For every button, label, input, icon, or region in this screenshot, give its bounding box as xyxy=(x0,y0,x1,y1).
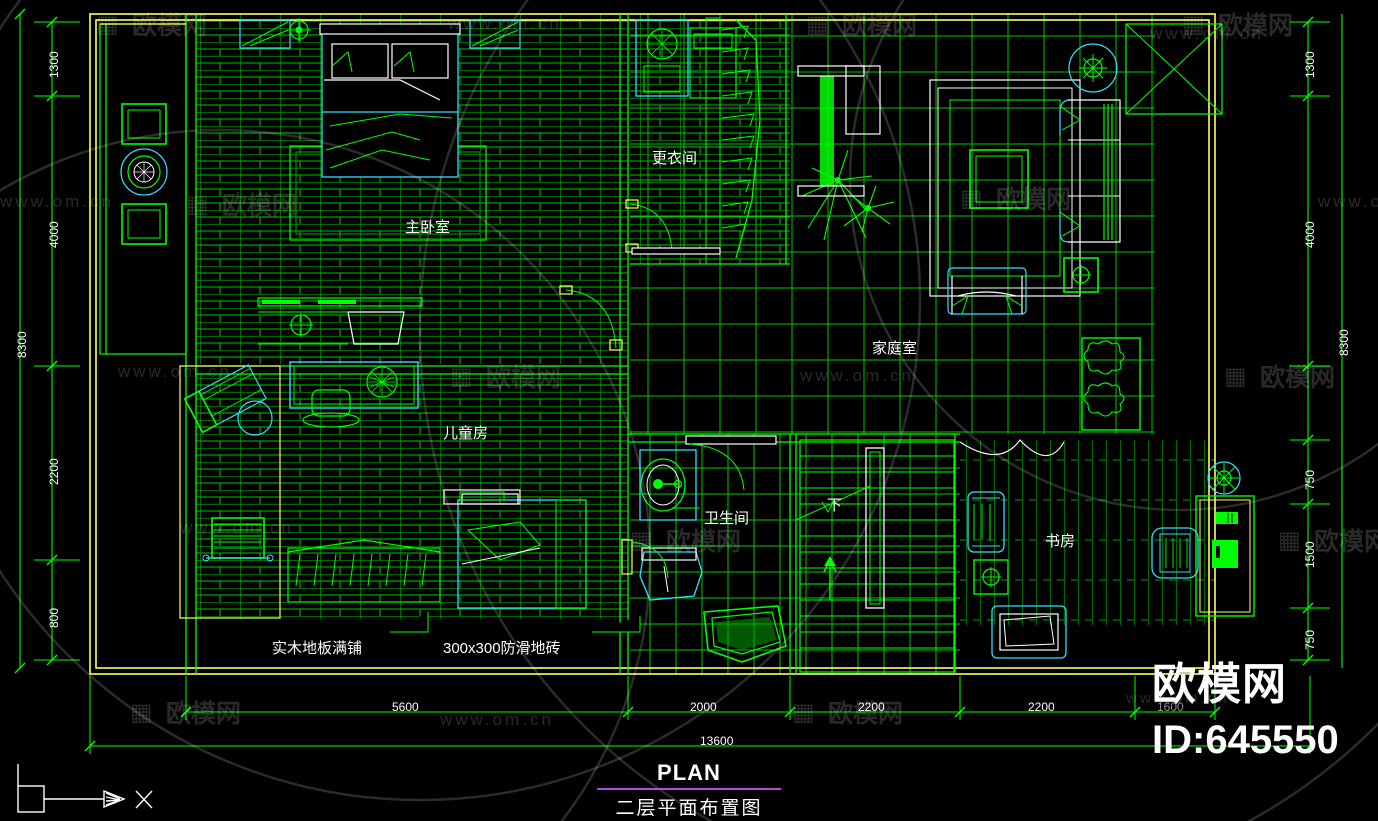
plan-title-cn: 二层平面布置图 xyxy=(615,798,763,819)
dimension-left xyxy=(14,8,80,674)
study-side-table xyxy=(973,559,1009,595)
dim-right-total: 8300 xyxy=(1337,329,1351,356)
title-block: PLAN 二层平面布置图 xyxy=(0,760,1378,820)
children-side-table xyxy=(443,489,521,505)
coffee-table-family xyxy=(969,149,1029,209)
plant-family-top xyxy=(801,149,895,241)
dim-right-5: 750 xyxy=(1303,629,1317,650)
bathroom-doors xyxy=(621,435,777,579)
dim-left-2: 4000 xyxy=(47,221,61,248)
watermark-id: ID:645550 xyxy=(1152,718,1339,762)
dressing-door-swing xyxy=(625,199,721,255)
balcony-top-left xyxy=(99,23,187,355)
plan-title-rule xyxy=(597,788,781,790)
plan-title-en: PLAN xyxy=(657,760,721,785)
dim-bottom-total: 13600 xyxy=(700,734,734,748)
room-label-study: 书房 xyxy=(1045,533,1076,550)
nightstand-left xyxy=(239,19,291,49)
room-label-bathroom: 卫生间 xyxy=(704,510,750,527)
dim-right-4: 1500 xyxy=(1303,541,1317,568)
planter-family xyxy=(1081,337,1141,431)
dressing-hanging-rail xyxy=(705,17,761,265)
dim-left-1: 1300 xyxy=(47,51,61,78)
armchair-family xyxy=(947,267,1027,315)
study-armchair xyxy=(1151,527,1199,579)
dim-right-2: 4000 xyxy=(1303,221,1317,248)
floor-hatch-family xyxy=(630,14,1155,674)
dim-bottom-2: 2000 xyxy=(690,700,717,714)
study-curtain-wave xyxy=(959,439,1065,457)
study-ceiling-fixture xyxy=(1207,461,1241,495)
floor-hatch-study xyxy=(960,440,1215,625)
bed-double xyxy=(319,23,461,178)
room-label-stairs-down: 下 xyxy=(827,497,843,514)
tv-unit-family xyxy=(797,65,881,197)
dim-left-4: 800 xyxy=(47,607,61,628)
staircase xyxy=(795,439,955,673)
corner-cabinet-family xyxy=(1125,23,1223,115)
dim-right-3: 750 xyxy=(1303,469,1317,490)
study-daybed xyxy=(991,605,1067,659)
dimension-right xyxy=(1290,14,1343,668)
floor-hatch-children xyxy=(196,374,628,619)
balcony-chair-lower xyxy=(121,203,167,245)
toilet xyxy=(639,547,703,601)
balcony-bottom-left xyxy=(179,365,281,619)
tv-console-master xyxy=(257,297,423,345)
dim-bottom-1: 5600 xyxy=(392,700,419,714)
dim-right-1: 1300 xyxy=(1303,51,1317,78)
dim-left-3: 2200 xyxy=(47,458,61,485)
garden-bench xyxy=(202,517,274,562)
room-label-dressing-room: 更衣间 xyxy=(652,150,698,167)
dimension-bottom xyxy=(84,676,1316,754)
room-label-family-room: 家庭室 xyxy=(872,340,918,357)
balcony-chair-upper xyxy=(121,103,167,145)
room-label-master-bedroom: 主卧室 xyxy=(405,219,451,236)
nightstand-right xyxy=(469,19,521,49)
side-table-family xyxy=(1063,257,1099,293)
dressing-closet xyxy=(635,19,689,97)
master-door-swing xyxy=(559,285,623,351)
watermark-brand-main: 欧模网 xyxy=(1152,660,1287,709)
lounge-chair xyxy=(183,364,273,436)
study-desk xyxy=(1195,495,1255,617)
children-bed xyxy=(457,493,587,609)
round-stool-family xyxy=(1068,43,1118,93)
children-desk xyxy=(289,361,419,428)
bed-guest-top xyxy=(689,27,737,99)
dim-bottom-5: 1600 xyxy=(1157,700,1184,714)
dim-bottom-4: 2200 xyxy=(1028,700,1055,714)
balcony-round-table xyxy=(120,148,168,196)
wardrobe-children xyxy=(287,539,441,603)
family-room-rug xyxy=(929,79,1081,297)
dim-left-total: 8300 xyxy=(15,331,29,358)
note-leaders xyxy=(390,507,700,633)
bathtub xyxy=(703,605,787,663)
room-label-children-room: 儿童房 xyxy=(443,425,489,442)
note-floor-tile: 300x300防滑地砖 xyxy=(443,640,561,657)
ceiling-light-master xyxy=(287,18,311,42)
note-wood-floor: 实木地板满铺 xyxy=(272,640,363,657)
study-sofa xyxy=(967,491,1005,553)
sofa-family xyxy=(1059,99,1121,243)
dim-bottom-3: 2200 xyxy=(858,700,885,714)
bathroom-vanity xyxy=(639,449,697,521)
